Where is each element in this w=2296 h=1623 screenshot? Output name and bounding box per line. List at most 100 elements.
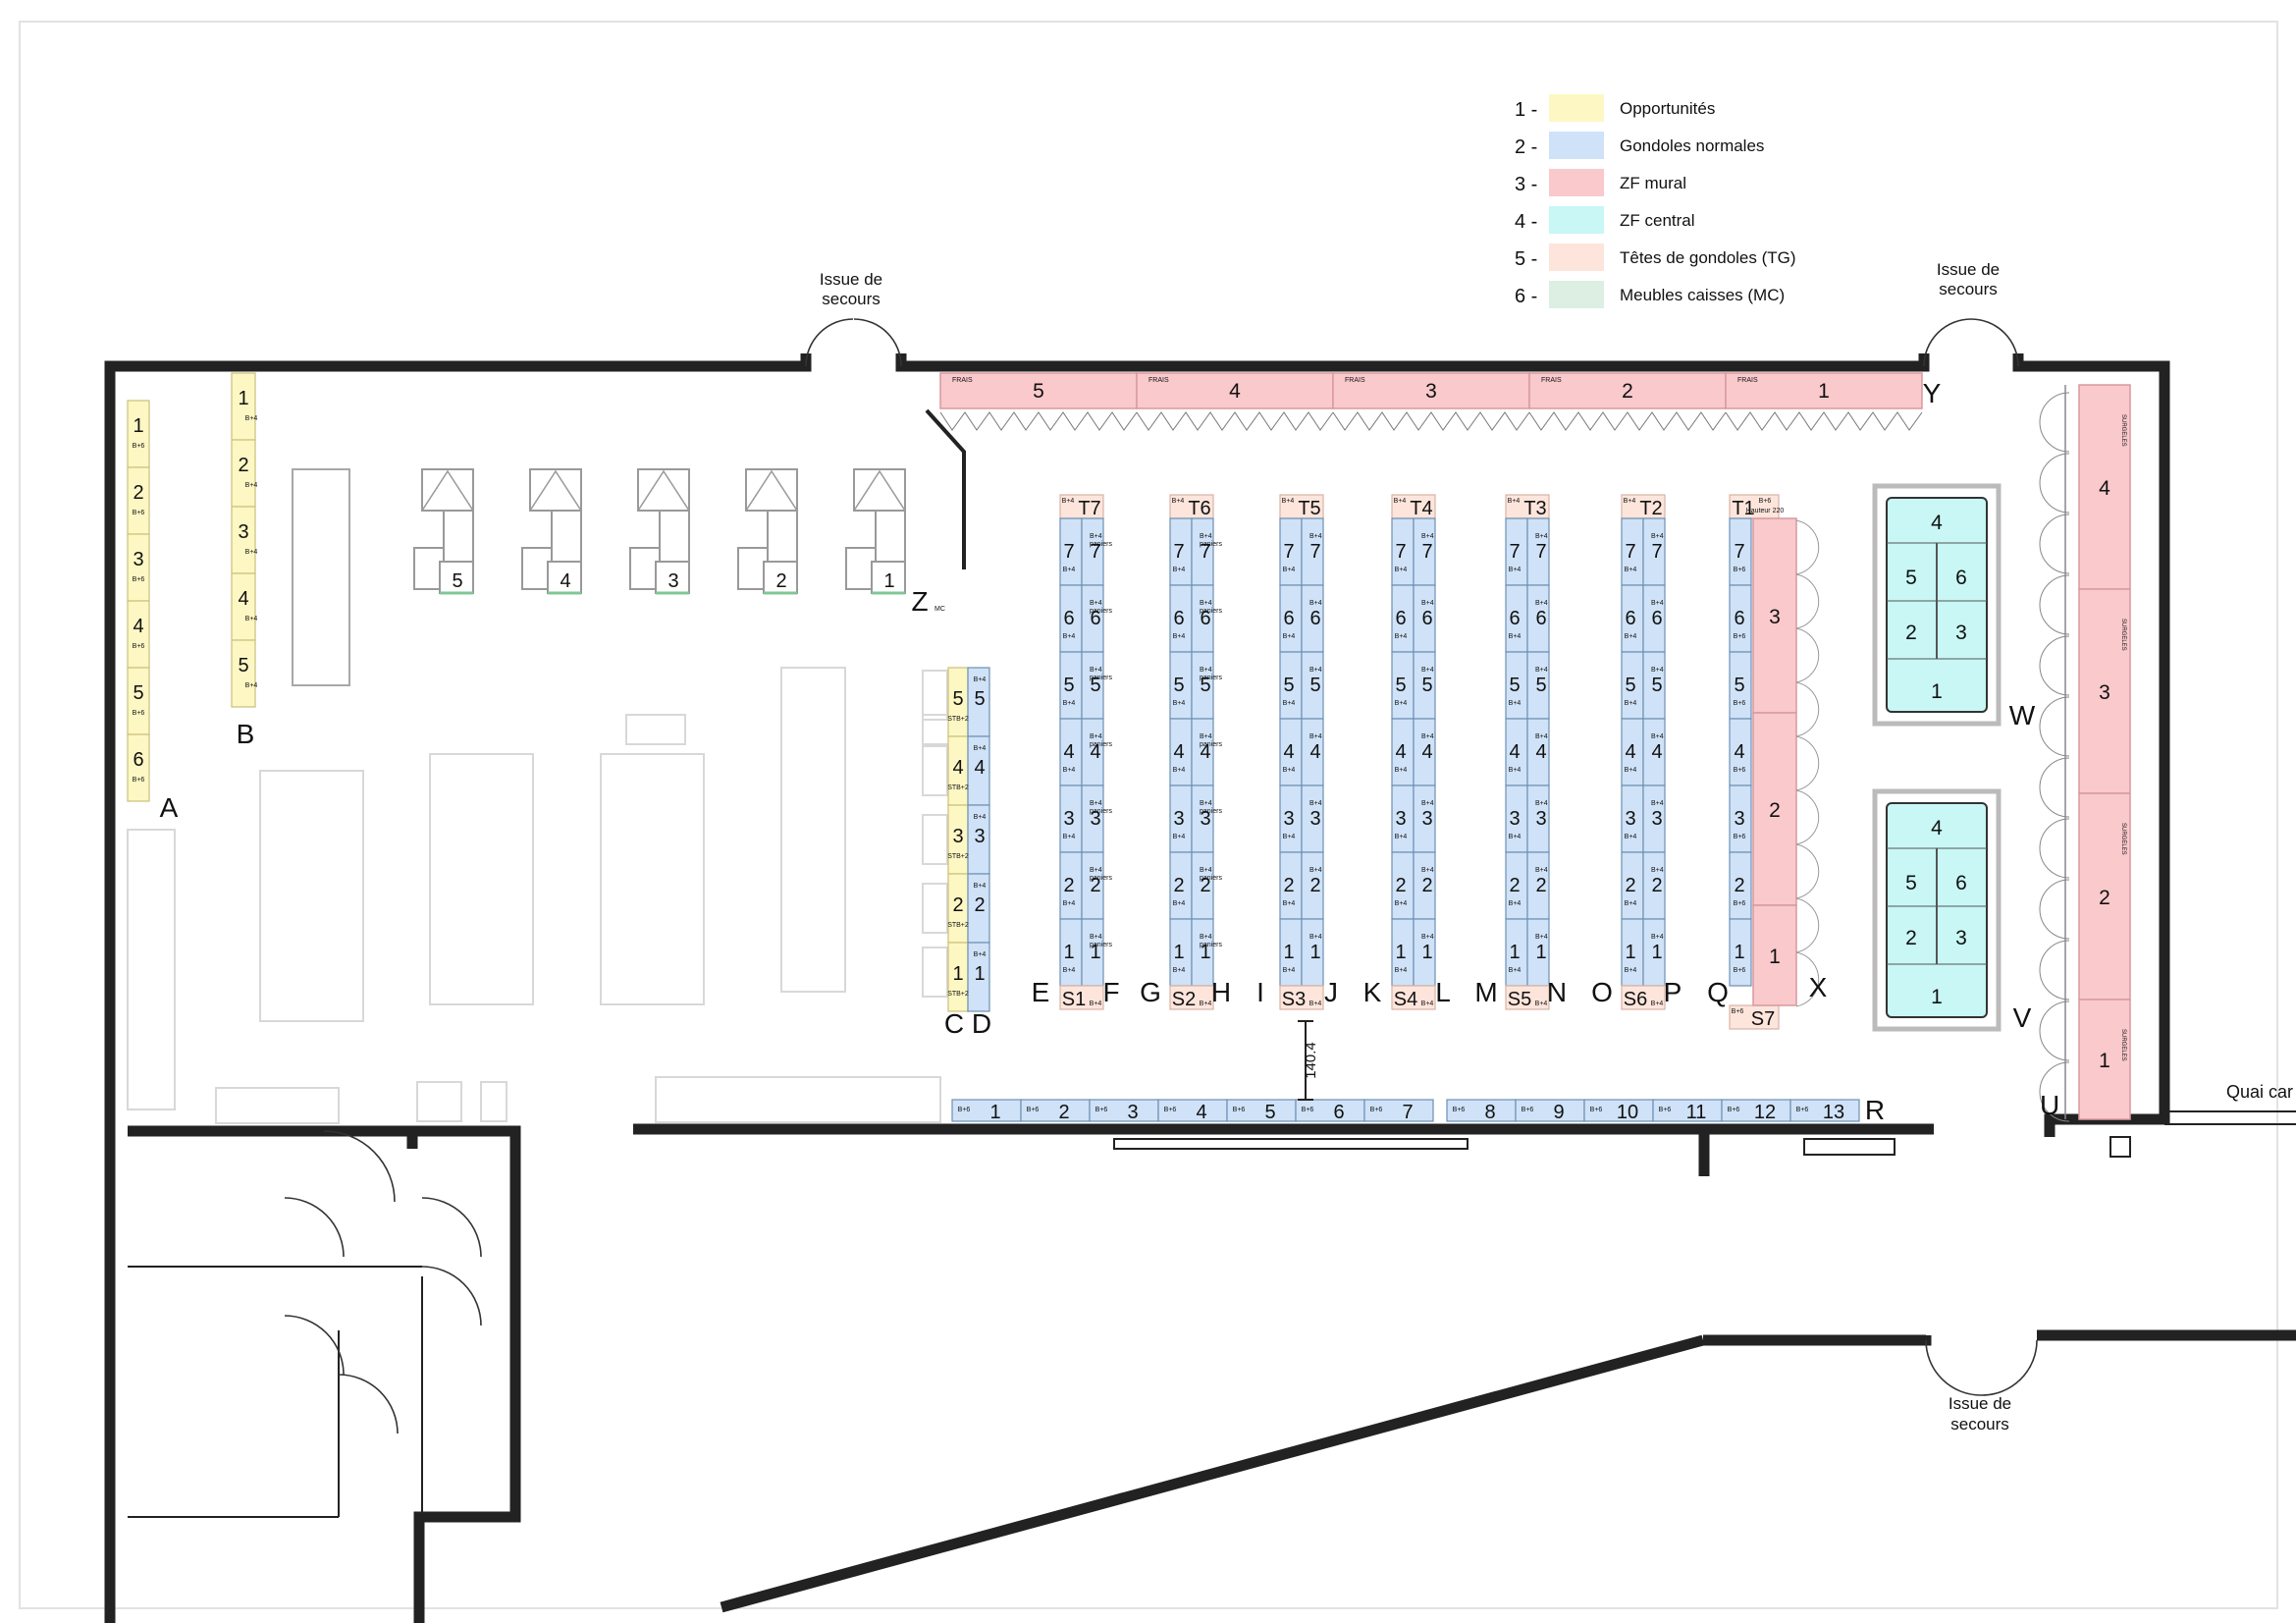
gondola-head-label: T7 <box>1078 498 1100 519</box>
wall-b-tag: B+4 <box>245 482 258 489</box>
gondola-left-tag: B+4 <box>1283 633 1296 640</box>
freezer-door <box>2039 696 2070 757</box>
gondola-d-tag: B+4 <box>974 951 987 958</box>
gondola-head-label: T3 <box>1523 498 1546 519</box>
gondola-left-number: 1 <box>1063 942 1074 963</box>
checkout-belt <box>763 561 798 594</box>
checkout-roof <box>853 469 906 512</box>
gondola-left-number: 7 <box>1625 541 1635 563</box>
wall-b-number: 5 <box>238 655 248 676</box>
gondola-right-number: 6 <box>1535 608 1546 629</box>
gondola-right-tag: B+4 <box>1535 934 1548 941</box>
gondola-right-number: 1 <box>1651 942 1662 963</box>
wall-a: 1B+62B+63B+64B+65B+66B+6A <box>127 400 179 823</box>
gondola-right-number: 5 <box>1651 675 1662 696</box>
gondola-c-number: 3 <box>952 826 963 847</box>
gondola-right-tag: B+4 <box>1421 867 1434 874</box>
gondola-right-number: 5 <box>1421 675 1432 696</box>
gondola-left-letter: K <box>1363 977 1382 1007</box>
zone-y-label: Y <box>1923 378 1942 408</box>
exit-top-right-line1: Issue de <box>1937 260 2000 279</box>
gondola-right-number: 2 <box>1309 875 1320 896</box>
wall-r-tag: B+6 <box>958 1107 971 1113</box>
gondola-left-tag: B+4 <box>1173 834 1186 840</box>
gondola-left-letter: I <box>1256 977 1264 1007</box>
wall-r-number: 6 <box>1333 1102 1344 1123</box>
surgeles-section <box>2078 588 2131 794</box>
gondola-right-tag: B+4 <box>1309 867 1322 874</box>
gondola-left-tag: B+4 <box>1509 900 1522 907</box>
gondola-right-number: 4 <box>1535 741 1546 763</box>
gondola-left-tag: B+4 <box>1395 834 1408 840</box>
gondola-right-number: 1 <box>1200 942 1210 963</box>
legend-label: Meubles caisses (MC) <box>1620 286 1785 304</box>
zone-u-label: U <box>2040 1090 2059 1120</box>
wall-a-section <box>127 733 150 802</box>
wall-b-section <box>231 439 256 508</box>
checkout-roof <box>637 469 690 512</box>
gondola-foot <box>1279 985 1324 1010</box>
gondola-left-tag: B+4 <box>1625 700 1637 707</box>
gondola-c-tag: STB+2 <box>947 922 969 929</box>
freezer-door <box>2039 453 2070 514</box>
island-section-number: 2 <box>1905 927 1917 949</box>
wall-b-tag: B+4 <box>245 415 258 422</box>
gondola-left-number: 3 <box>1509 808 1520 830</box>
checkout-wall <box>925 408 966 569</box>
legend-label: ZF central <box>1620 211 1695 230</box>
gondola-left-tag: B+4 <box>1509 767 1522 774</box>
gondola-left-number: 5 <box>1625 675 1635 696</box>
gondola-left-tag: B+4 <box>1395 633 1408 640</box>
zone-z-label: Z <box>911 586 928 617</box>
freezer-door <box>2039 574 2070 635</box>
wall-b-tag: B+4 <box>245 682 258 689</box>
gondola-left-number: 7 <box>1509 541 1520 563</box>
gondola-q-tag: B+6 <box>1734 834 1746 840</box>
gondola-right-number: 4 <box>1651 741 1662 763</box>
wall-r-section <box>1789 1099 1860 1122</box>
gondola-head-label: T6 <box>1188 498 1210 519</box>
gondola-right-tag: B+4 <box>1090 533 1102 540</box>
gondola-q-head-label: T1 <box>1732 498 1754 519</box>
gondola-right-number: 4 <box>1090 741 1100 763</box>
wall-r-tag: B+6 <box>1728 1107 1740 1113</box>
gondola-left-number: 2 <box>1283 875 1294 896</box>
gondola-foot-label: S4 <box>1394 989 1417 1010</box>
wall-a-tag: B+6 <box>133 777 145 784</box>
gondola-right-tag: B+4 <box>1651 533 1664 540</box>
gondola-right-tag: B+4 <box>1090 600 1102 607</box>
legend-num: 6 - <box>1515 286 1537 307</box>
surgeles-section <box>2078 792 2131 1001</box>
checkout-number: 5 <box>452 570 462 592</box>
doors <box>284 318 2038 1434</box>
exit-top-right-line2: secours <box>1939 280 1998 298</box>
gondola-left-number: 3 <box>1173 808 1184 830</box>
gondola-q-number: 2 <box>1734 875 1744 896</box>
wall-r-tag: B+6 <box>1522 1107 1534 1113</box>
wall-r-tag: B+6 <box>1590 1107 1603 1113</box>
surgeles-tag: SURGELES <box>2120 619 2126 651</box>
gondola-q-head-note: Hauteur 220 <box>1746 508 1785 514</box>
wall-x-number: 2 <box>1769 799 1781 822</box>
gondola-left-tag: B+4 <box>1283 834 1296 840</box>
checkout-number: 2 <box>775 570 786 592</box>
gondola-left-tag: B+4 <box>1395 700 1408 707</box>
gondola-right-tag: B+4 <box>1200 867 1212 874</box>
gondola-left-number: 4 <box>1283 741 1294 763</box>
gondola-left-letter: M <box>1474 977 1497 1007</box>
surgeles-tag: SURGELES <box>2120 823 2126 855</box>
wall-a-number: 3 <box>133 549 143 570</box>
gondola-right-number: 7 <box>1090 541 1100 563</box>
gondola-foot <box>1505 985 1550 1010</box>
wall-x-section <box>1752 517 1797 714</box>
wall-a-tag: B+6 <box>133 576 145 583</box>
wall-a-number: 5 <box>133 682 143 704</box>
gondola-q-tag: B+6 <box>1734 767 1746 774</box>
gondola-right-letter: N <box>1547 977 1567 1007</box>
gondola-right-number: 3 <box>1200 808 1210 830</box>
wall-b-section <box>231 639 256 708</box>
gondola-right-number: 1 <box>1309 942 1320 963</box>
